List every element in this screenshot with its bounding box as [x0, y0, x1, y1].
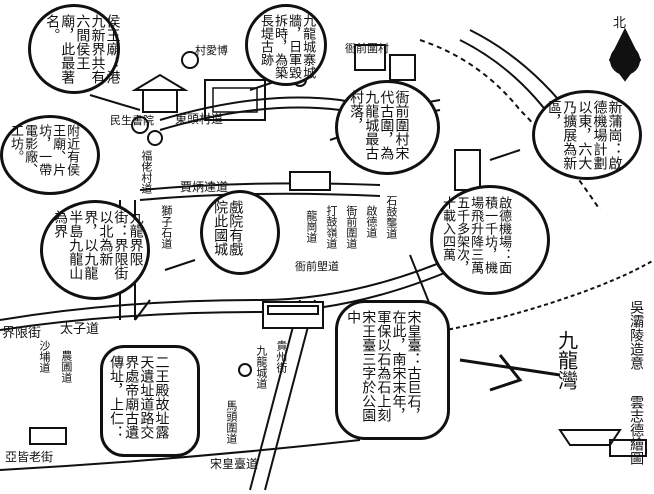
label-kowloon-bay: 九龍灣: [554, 330, 579, 390]
label-argyle-street: 亞皆老街: [5, 450, 54, 464]
bubble-hau-wong-area: [0, 115, 100, 195]
label-farm-road: 農圃道: [59, 350, 73, 383]
label-shek-ku-lung-road: 石鼓壟道: [384, 195, 398, 239]
label-lion-rock-road: 獅子石道: [159, 205, 173, 249]
label-kwei-chow-street: 貴州街: [274, 340, 288, 373]
label-ma-tau-wai-road: 馬頭圍道: [224, 400, 238, 444]
carpenter-road-line: [139, 182, 381, 191]
label-fuk-lo-tsun-road: 福佬村道: [139, 150, 153, 194]
label-prince-edward-road: 太子道: [60, 322, 100, 337]
label-nga-tsin-long-road: 衙前塱道: [295, 260, 339, 273]
label-tak-ku-ling-road: 打鼓嶺道: [324, 205, 338, 249]
compass-north-label: 北: [613, 16, 627, 31]
bubble-old-village: [335, 80, 440, 175]
prince-edward-road-line: [0, 249, 471, 321]
text-walled-city: 九龍城寨城牆，日軍毀拆時，為築長堤古跡: [258, 14, 316, 79]
bubble-kai-tak-airport: [430, 185, 550, 295]
text-san-po-kong: 新蒲崗：啟德機場計劃以東，六大乃擴展為新區，: [546, 100, 623, 170]
text-hau-wong-area: 附近有侯王廟、片坊，一帶電影廠、工坊。: [8, 124, 80, 176]
label-kai-tak-road: 啟德道: [364, 205, 378, 238]
bubble-theatre: [200, 190, 280, 275]
text-theatre: 戲院有戲院此國城: [212, 200, 244, 256]
label-lung-kong-road: 龍崗道: [304, 210, 318, 243]
label-carpenter-road: 賈炳達道: [180, 180, 229, 194]
text-sung-wong-toi: 宋皇臺：古巨石，在此，南宋末年，軍保以石為石上刻宋王臺三字於公園中: [345, 310, 422, 422]
label-tung-tau-road: 東頭村道: [175, 112, 224, 126]
text-temple-ruins: 二王殿故址露天遺址道路交界處帝廟古遺傳址，上仁：: [108, 355, 170, 439]
text-kai-tak-airport: 啟德機場：面積一千坊，機場飛升降三萬五千多架次，十載入四萬: [440, 196, 512, 274]
label-sa-po-road: 沙埔道: [37, 340, 51, 373]
text-old-village: 衙前圍村宋代古圍，為九龍城最古村落，: [348, 90, 410, 160]
label-village-a: 村愛博: [195, 44, 228, 57]
bubble-san-po-kong: [532, 90, 642, 180]
credit-author: 吳灞陵造意: [628, 300, 645, 370]
bubble-boundary-street: [40, 200, 150, 300]
label-village-front: 衙前圍村: [345, 42, 389, 55]
prince-edward-road-line-2: [0, 261, 471, 331]
text-hau-wong-temple: 侯王廟：港九新界共有六間侯王廟，此最著名。: [44, 14, 121, 84]
label-nga-tsin-wai-road: 衙前圍道: [344, 205, 358, 249]
text-boundary-street: 九龍界限街：界限街以北為新界，以九龍半島九龍山為界: [52, 210, 144, 280]
box-temple-ruins: [100, 345, 200, 457]
bubble-hau-wong-temple: [28, 4, 120, 94]
label-kowloon-city-road: 九龍城道: [254, 345, 268, 389]
bubble-walled-city: [245, 4, 327, 86]
label-sung-wong-toi-road: 宋皇臺道: [210, 457, 259, 471]
label-min-sheng-college: 民生書院: [110, 114, 154, 127]
box-sung-wong-toi: [335, 300, 450, 440]
label-boundary-street: 界限街: [2, 326, 42, 341]
credit-artist: 雲志德繪圖: [628, 395, 645, 465]
